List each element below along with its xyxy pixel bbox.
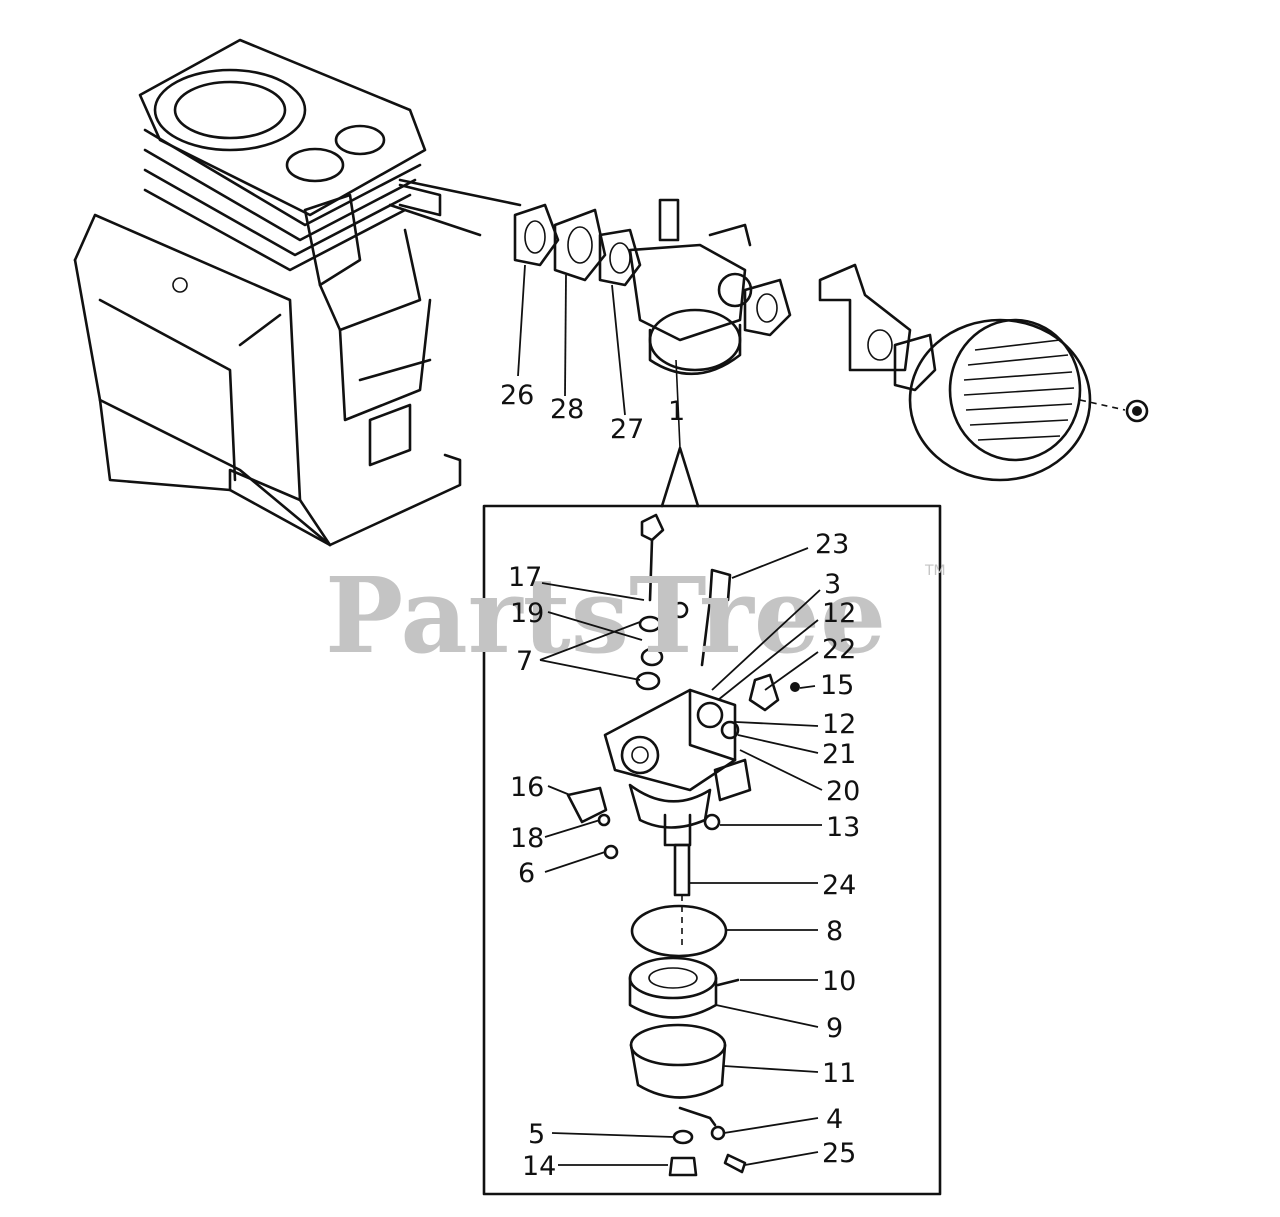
wing-nut — [1125, 399, 1149, 423]
callout-12: 12 — [822, 598, 856, 629]
drain-screw — [710, 1125, 747, 1174]
callout-labels: 26 28 27 1 23 17 3 12 19 22 7 15 12 21 2… — [500, 380, 860, 1182]
air-cleaner-cover — [908, 318, 1126, 482]
air-cleaner-element-gasket — [893, 333, 937, 392]
callout-4: 4 — [826, 1104, 843, 1135]
callout-27: 27 — [610, 414, 644, 445]
callout-7: 7 — [516, 646, 533, 677]
carburetor-assembly — [628, 198, 753, 376]
callout-24: 24 — [822, 870, 856, 901]
carburetor-body — [603, 688, 752, 847]
callout-28: 28 — [550, 394, 584, 425]
fuel-screw — [703, 813, 721, 831]
callout-22: 22 — [822, 634, 856, 665]
callout-17: 17 — [508, 562, 542, 593]
callout-14: 14 — [522, 1151, 556, 1182]
throttle-plate — [748, 673, 800, 712]
callout-3: 3 — [824, 569, 841, 600]
exploded-view-pointer — [660, 446, 700, 508]
callout-19: 19 — [510, 598, 544, 629]
idle-needle — [671, 568, 732, 667]
exploded-view-frame — [482, 504, 942, 1196]
air-cleaner-bracket — [818, 263, 912, 372]
watermark-text: PartsTree — [325, 554, 886, 677]
float-shaft — [673, 843, 691, 950]
callout-9: 9 — [826, 1013, 843, 1044]
callout-20: 20 — [826, 776, 860, 807]
callout-12-lower: 12 — [822, 709, 856, 740]
fuel-bowl — [629, 1023, 727, 1127]
watermark-trademark: TM — [924, 563, 946, 579]
float — [628, 956, 740, 1019]
spacer-28 — [553, 208, 607, 282]
callout-13: 13 — [826, 812, 860, 843]
callout-leaders — [517, 264, 823, 1166]
callout-6: 6 — [518, 858, 535, 889]
callout-5: 5 — [528, 1119, 545, 1150]
gasket-26 — [513, 203, 560, 267]
callout-15: 15 — [820, 670, 854, 701]
callout-8: 8 — [826, 916, 843, 947]
callout-21: 21 — [822, 739, 856, 770]
callout-16: 16 — [510, 772, 544, 803]
callout-25: 25 — [822, 1138, 856, 1169]
bowl-gasket — [630, 904, 728, 958]
callout-26: 26 — [500, 380, 534, 411]
callout-18: 18 — [510, 823, 544, 854]
callout-1: 1 — [668, 396, 685, 427]
callout-23: 23 — [815, 529, 849, 560]
needle-spring — [635, 615, 664, 691]
main-needle — [640, 513, 665, 602]
callout-10: 10 — [822, 966, 856, 997]
air-cleaner-gasket — [743, 278, 792, 337]
engine-block — [73, 38, 522, 547]
callout-11: 11 — [822, 1058, 856, 1089]
